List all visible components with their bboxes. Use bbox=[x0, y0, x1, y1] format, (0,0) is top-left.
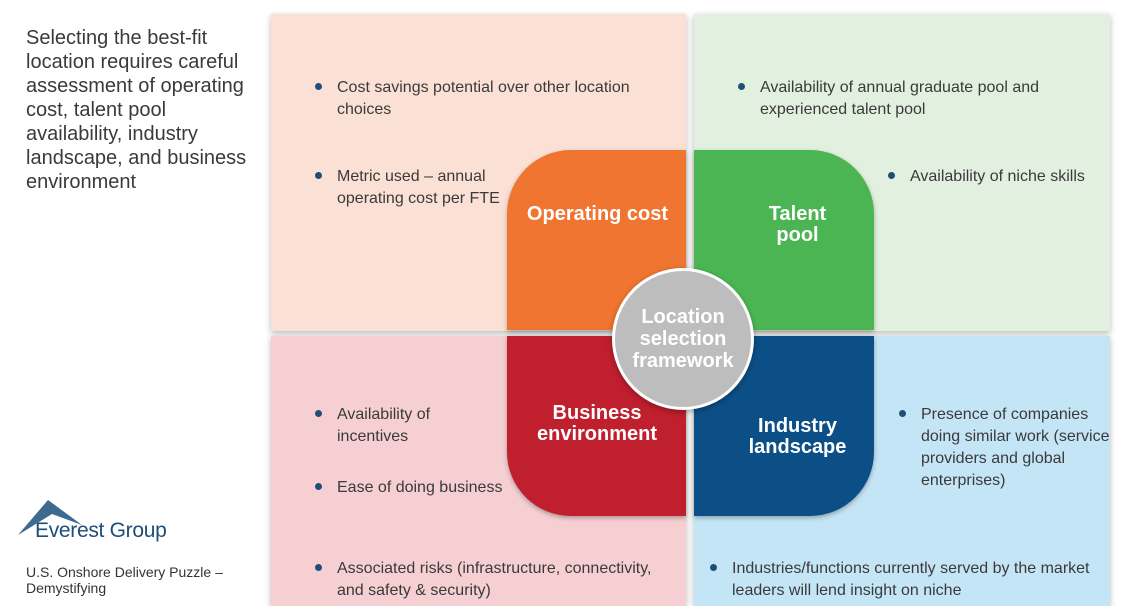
intro-text: Selecting the best-fit location requires… bbox=[26, 27, 247, 193]
bullet-text: Availability of niche skills bbox=[910, 168, 1085, 185]
bullet-dot bbox=[738, 83, 745, 90]
bullet-business-environment-1: Availability of incentives bbox=[311, 404, 497, 448]
bullet-operating-cost-2: Metric used – annual operating cost per … bbox=[311, 166, 507, 210]
everest-group-logo bbox=[18, 500, 82, 535]
bullet-text: Availability of annual graduate pool and… bbox=[760, 79, 1040, 118]
bullet-talent-pool-1: Availability of annual graduate pool and… bbox=[734, 77, 1105, 121]
bullet-operating-cost-1: Cost savings potential over other locati… bbox=[311, 77, 667, 121]
label-talent-pool: Talent pool bbox=[768, 203, 827, 246]
bullet-text: Associated risks (infrastructure, connec… bbox=[337, 560, 652, 599]
label-operating-cost: Operating cost bbox=[526, 203, 669, 225]
bullet-text: Availability of incentives bbox=[337, 406, 431, 445]
bullet-dot bbox=[710, 564, 717, 571]
bullet-text: Presence of companies doing similar work… bbox=[921, 406, 1110, 489]
bullet-dot bbox=[315, 83, 322, 90]
label-business-environment: Business environment bbox=[536, 402, 658, 445]
bullet-talent-pool-2: Availability of niche skills bbox=[884, 166, 1110, 188]
bullet-text: Metric used – annual operating cost per … bbox=[337, 168, 500, 207]
bullet-dot bbox=[888, 172, 895, 179]
bullet-dot bbox=[315, 564, 322, 571]
logo-text: Everest Group bbox=[35, 519, 167, 542]
bullet-text: Ease of doing business bbox=[337, 479, 503, 496]
bullet-dot bbox=[899, 410, 906, 417]
bullet-business-environment-3: Associated risks (infrastructure, connec… bbox=[311, 558, 682, 602]
footer-text: U.S. Onshore Delivery Puzzle – Demystify… bbox=[26, 564, 223, 596]
bullet-industry-landscape-1: Presence of companies doing similar work… bbox=[895, 404, 1121, 492]
bullet-dot bbox=[315, 410, 322, 417]
bullet-dot bbox=[315, 172, 322, 179]
bullet-text: Cost savings potential over other locati… bbox=[337, 79, 630, 118]
center-label: Location selection framework bbox=[632, 306, 734, 372]
bullet-text: Industries/functions currently served by… bbox=[732, 560, 1090, 599]
bullet-dot bbox=[315, 483, 322, 490]
bullet-business-environment-2: Ease of doing business bbox=[311, 477, 507, 499]
bullet-industry-landscape-2: Industries/functions currently served by… bbox=[706, 558, 1130, 602]
center-hub: Location selection framework bbox=[612, 268, 754, 410]
label-industry-landscape: Industry landscape bbox=[748, 415, 847, 458]
